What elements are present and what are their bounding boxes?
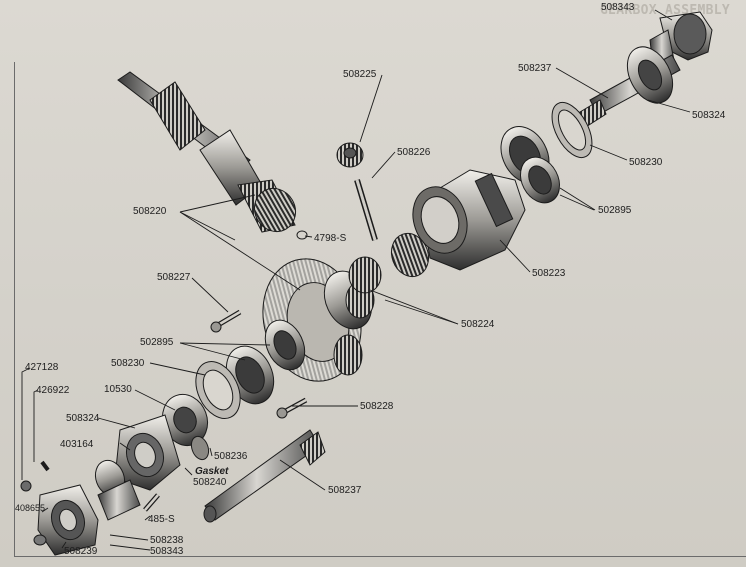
callout-508230-lower: 508230 — [111, 358, 145, 369]
seal — [190, 435, 210, 461]
callout-426922: 426922 — [36, 385, 70, 396]
callout-508238: 508238 — [150, 535, 184, 546]
callout-502895-lower: 502895 — [140, 337, 174, 348]
callout-508226: 508226 — [397, 147, 431, 158]
callout-508237-upper: 508237 — [518, 63, 552, 74]
callout-485s: 485-S — [148, 514, 175, 525]
callout-10530: 10530 — [104, 384, 132, 395]
lower-flange-housing — [114, 414, 181, 491]
ball-bearing — [161, 393, 209, 447]
callout-508324-lower: 508324 — [66, 413, 100, 424]
bolt-508228 — [276, 397, 308, 419]
callout-502895-upper: 502895 — [598, 205, 632, 216]
bottom-flange — [37, 479, 141, 556]
callout-508230-upper: 508230 — [629, 157, 663, 168]
callout-508239: 508239 — [64, 546, 98, 557]
lower-bearing-cup — [195, 361, 241, 419]
small-washers — [20, 460, 50, 546]
frame-bottom — [14, 556, 746, 557]
differential-case — [390, 169, 526, 278]
callout-508223: 508223 — [532, 268, 566, 279]
callout-403164: 403164 — [60, 439, 94, 450]
callout-508224: 508224 — [461, 319, 495, 330]
upper-bearing-cup — [551, 101, 593, 159]
callout-gasket-word: Gasket — [195, 466, 229, 477]
callout-508220: 508220 — [133, 206, 167, 217]
callout-508324-upper: 508324 — [692, 110, 726, 121]
frame-left — [14, 62, 15, 557]
callout-508343-bottom: 508343 — [150, 546, 184, 557]
leader-lines — [21, 9, 691, 551]
bolt-508227 — [210, 309, 242, 333]
callout-508237-lower: 508237 — [328, 485, 362, 496]
bolt-485s — [143, 493, 160, 512]
callout-508225: 508225 — [343, 69, 377, 80]
callout-427128: 427128 — [25, 362, 59, 373]
upper-shaft-assembly — [569, 11, 713, 133]
side-gears — [333, 256, 382, 376]
callout-508227: 508227 — [157, 272, 191, 283]
pin — [354, 179, 378, 241]
callout-4798s: 4798-S — [314, 233, 347, 244]
small-pinion — [336, 142, 364, 168]
callout-508343-top: 508343 — [601, 2, 635, 13]
callout-508240: 508240 — [193, 477, 227, 488]
callout-508236: 508236 — [214, 451, 248, 462]
callout-508228: 508228 — [360, 401, 394, 412]
lower-shaft — [203, 429, 326, 523]
callout-408655: 408655 — [15, 503, 46, 513]
upper-bearings — [500, 126, 560, 204]
pinion-shaft — [117, 71, 308, 240]
